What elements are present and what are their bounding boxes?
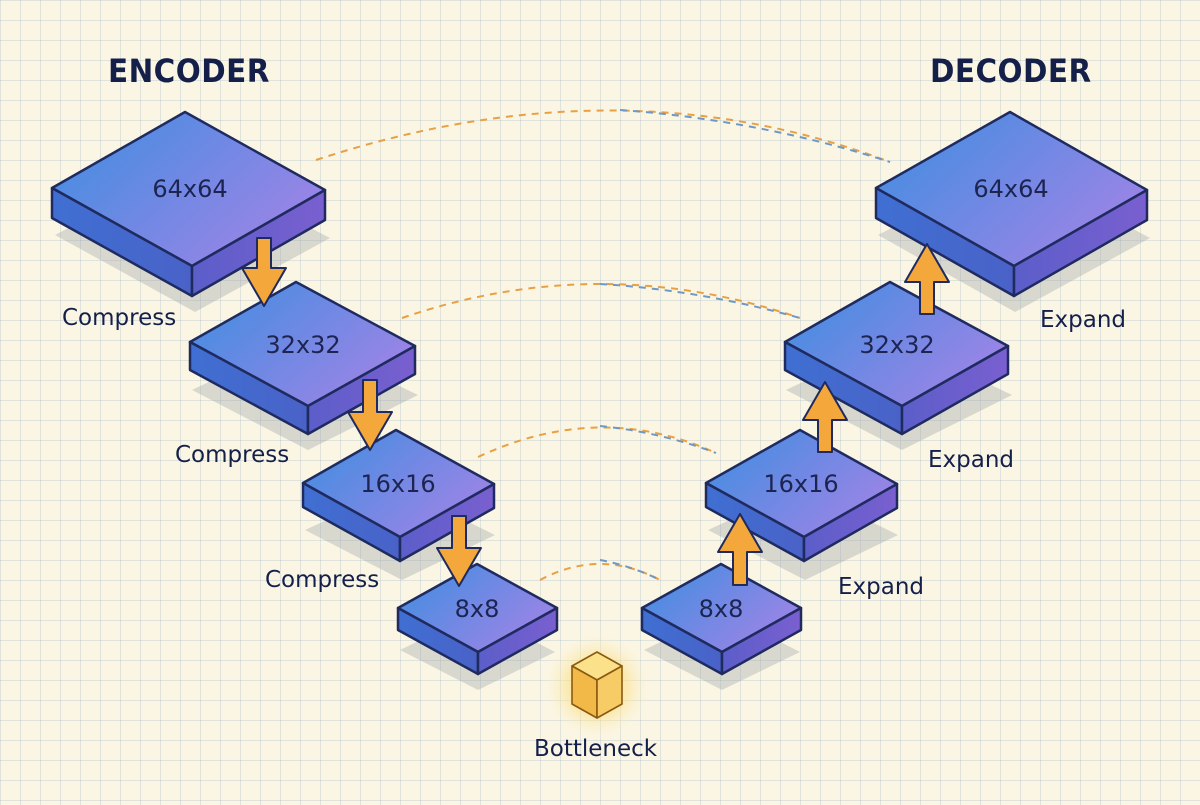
compress-label-1: Compress (62, 305, 177, 331)
decoder-block-64-label: 64x64 (973, 175, 1048, 203)
encoder-block-16: 16x16 (301, 428, 496, 563)
encoder-block-8: 8x8 (396, 562, 559, 676)
compress-arrow-icon (347, 379, 393, 451)
compress-arrow-icon (436, 515, 482, 587)
skip-connection-8 (539, 563, 661, 581)
decoder-block-32: 32x32 (783, 280, 1010, 436)
expand-label-1: Expand (1040, 307, 1127, 333)
skip-connection-64 (315, 109, 891, 163)
encoder-block-64-label: 64x64 (152, 175, 227, 203)
encoder-block-16-label: 16x16 (360, 470, 435, 498)
expand-arrow-icon (802, 381, 848, 453)
encoder-block-32: 32x32 (188, 280, 417, 436)
skip-connection-16 (477, 426, 717, 458)
compress-label-2: Compress (175, 442, 290, 468)
encoder-block-8-label: 8x8 (455, 595, 500, 623)
skip-connection-32 (401, 283, 801, 319)
decoder-block-16-label: 16x16 (763, 470, 838, 498)
encoder-block-32-label: 32x32 (265, 331, 340, 359)
decoder-block-8: 8x8 (640, 562, 803, 676)
bottleneck-label: Bottleneck (534, 736, 658, 762)
bottleneck-cube-icon (541, 630, 653, 742)
decoder-block-8-label: 8x8 (699, 595, 744, 623)
skip-connections (315, 109, 891, 581)
decoder-title: DECODER (930, 52, 1092, 90)
expand-arrow-icon (717, 513, 763, 586)
compress-label-3: Compress (265, 567, 380, 593)
compress-arrow-icon (241, 237, 287, 307)
decoder-block-32-label: 32x32 (859, 331, 934, 359)
expand-label-2: Expand (928, 447, 1015, 473)
decoder-block-16: 16x16 (704, 428, 899, 563)
decoder-block-64: 64x64 (874, 110, 1149, 298)
expand-label-3: Expand (838, 574, 925, 600)
expand-arrow-icon (904, 243, 950, 315)
encoder-title: ENCODER (108, 52, 270, 90)
